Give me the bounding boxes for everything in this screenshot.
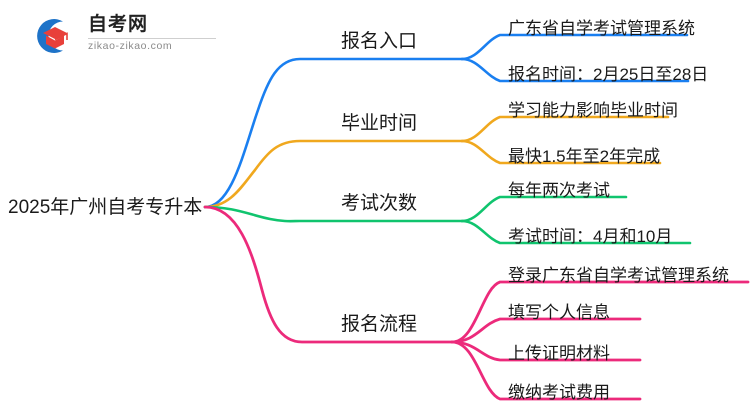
leaf-label-3-2[interactable]: 考试时间：4月和10月 [508,227,673,246]
leaf-label-2-2[interactable]: 最快1.5年至2年完成 [508,147,661,166]
branch-label-baomingliucheng[interactable]: 报名流程 [341,314,418,335]
leaf-label-3-1[interactable]: 每年两次考试 [508,181,610,200]
leaf-label-4-2[interactable]: 填写个人信息 [508,303,610,322]
logo-divider [88,38,216,39]
leaf-label-2-1[interactable]: 学习能力影响毕业时间 [508,101,678,120]
leaf-label-1-1[interactable]: 广东省自学考试管理系统 [508,19,695,38]
root-node-label[interactable]: 2025年广州自考专升本 [8,197,203,218]
zikao-logo-icon [37,18,68,53]
branch-line-2 [203,139,464,209]
leaf-label-4-1[interactable]: 登录广东省自学考试管理系统 [508,266,729,285]
branch-line-1 [203,57,464,209]
site-logo: 自考网 zikao-zikao.com [30,12,220,60]
branch-label-baomingrukou[interactable]: 报名入口 [341,31,418,52]
logo-text: 自考网 zikao-zikao.com [88,14,216,53]
branch-label-biyeshijian[interactable]: 毕业时间 [341,113,418,134]
logo-domain: zikao-zikao.com [88,40,173,52]
branch-label-kaoshicishu[interactable]: 考试次数 [341,193,418,214]
branch-line-3 [203,205,464,223]
leaf-label-4-3[interactable]: 上传证明材料 [508,344,610,363]
leaf-label-1-2[interactable]: 报名时间：2月25日至28日 [508,65,709,84]
logo-name-cn: 自考网 [88,14,149,35]
leaf-label-4-4[interactable]: 缴纳考试费用 [508,383,610,402]
